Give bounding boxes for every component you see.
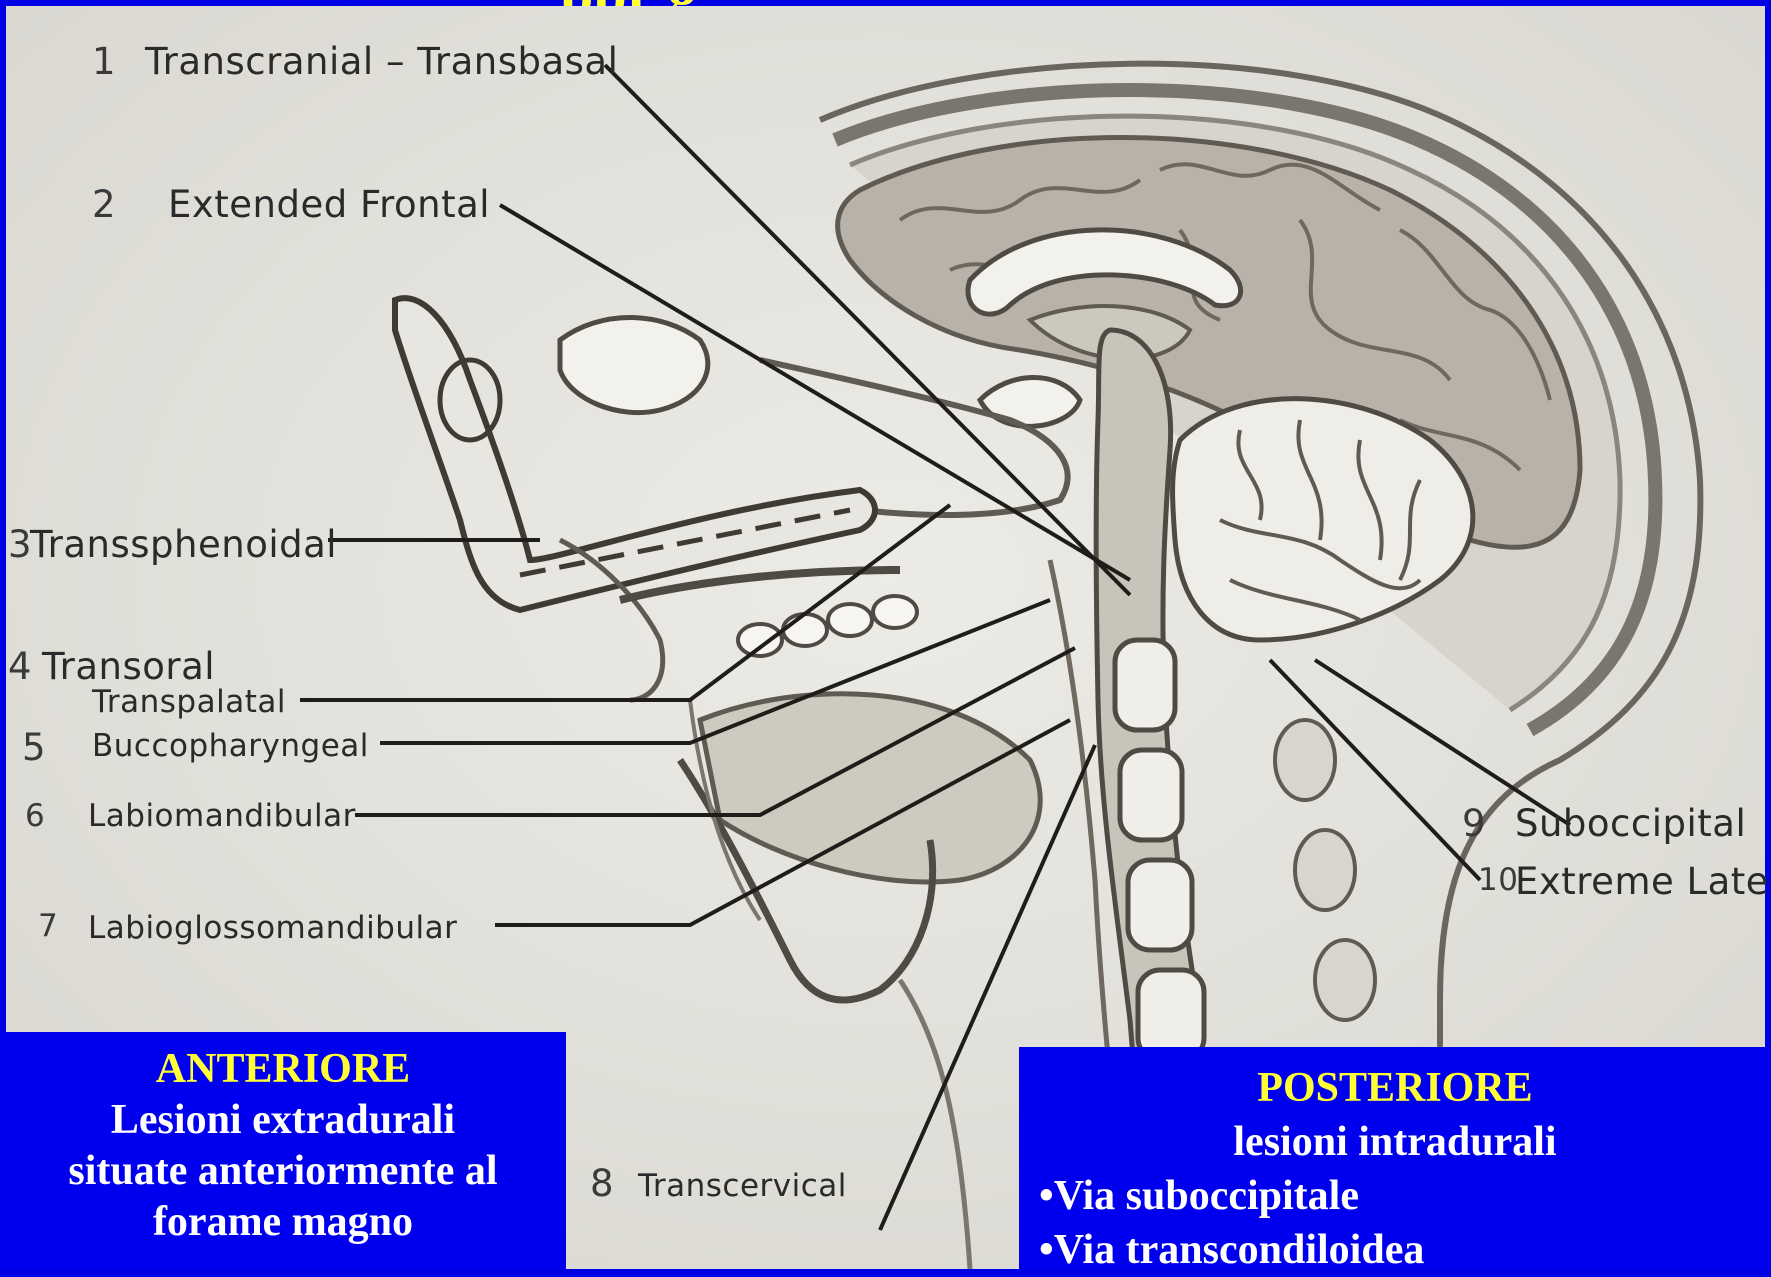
label-9-number: 9 xyxy=(1462,802,1486,845)
anterior-approach-box: ANTERIORE Lesioni extradurali situate an… xyxy=(0,1032,566,1269)
label-7-number: 7 xyxy=(38,908,58,944)
label-transsphenoidal: Transsphenoidal xyxy=(30,523,337,566)
label-5-number: 5 xyxy=(22,726,46,769)
label-labioglossomandibular: Labioglossomandibular xyxy=(88,910,457,946)
label-transcervical: Transcervical xyxy=(638,1168,847,1204)
anterior-line-1: Lesioni extradurali xyxy=(0,1095,566,1146)
label-10-number: 10 xyxy=(1478,862,1518,898)
label-buccopharyngeal: Buccopharyngeal xyxy=(92,728,369,764)
posterior-heading: POSTERIORE xyxy=(1019,1061,1771,1115)
label-extreme-lateral: Extreme Later xyxy=(1515,860,1771,903)
label-suboccipital: Suboccipital xyxy=(1515,802,1746,845)
label-4-number: 4 xyxy=(8,645,32,688)
posterior-bullet-1: •Via suboccipitale xyxy=(1019,1169,1771,1223)
anterior-heading: ANTERIORE xyxy=(0,1044,566,1095)
label-3-number: 3 xyxy=(8,523,32,566)
posterior-approach-box: POSTERIORE lesioni intradurali •Via subo… xyxy=(1019,1047,1771,1269)
label-2-number: 2 xyxy=(92,183,116,226)
posterior-line-1: lesioni intradurali xyxy=(1019,1115,1771,1169)
label-transoral: Transoral xyxy=(42,645,215,688)
frontal-sinus-nasal xyxy=(560,318,708,413)
label-transpalatal: Transpalatal xyxy=(92,684,286,720)
label-extended-frontal: Extended Frontal xyxy=(168,183,490,226)
label-labiomandibular: Labiomandibular xyxy=(88,798,356,834)
label-6-number: 6 xyxy=(25,798,45,834)
anterior-line-3: forame magno xyxy=(0,1197,566,1248)
label-1-number: 1 xyxy=(92,40,116,83)
anterior-line-2: situate anteriormente al xyxy=(0,1146,566,1197)
label-transcranial-transbasal: Transcranial – Transbasal xyxy=(145,40,618,83)
label-8-number: 8 xyxy=(590,1162,614,1205)
